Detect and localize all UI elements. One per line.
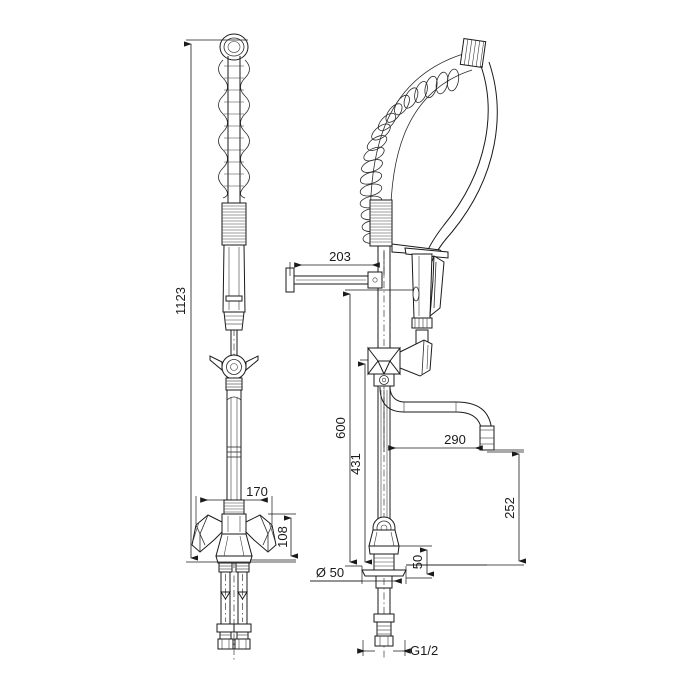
riser-column-front (225, 377, 243, 501)
dim-1123: 1123 (173, 39, 248, 563)
dim-203: 203 (289, 249, 385, 276)
dim-431: 431 (348, 359, 373, 565)
flexible-hose-side (420, 61, 498, 281)
mixer-body-front (191, 499, 277, 564)
spring-collar-front (221, 202, 247, 246)
dim-label-1123: 1123 (173, 287, 188, 315)
front-elevation-view (191, 33, 277, 660)
dim-label-252: 252 (502, 497, 517, 519)
dim-label-50: 50 (410, 555, 425, 569)
dim-label-108: 108 (275, 526, 290, 548)
swan-neck-spout (379, 386, 495, 451)
dim-label-203: 203 (329, 249, 351, 264)
dim-108: 108 (250, 513, 299, 561)
dim-g12: G1/2 (357, 640, 438, 658)
dim-50: 50 (399, 545, 435, 579)
hose-hanger-front (209, 330, 259, 380)
spring-coil-side (359, 38, 487, 246)
dim-170: 170 (195, 484, 273, 524)
spring-coil-front (218, 33, 250, 205)
dim-label-170: 170 (246, 484, 268, 499)
spray-gun-front (222, 244, 246, 331)
wall-bracket (285, 267, 383, 293)
spray-gun-side (411, 253, 445, 345)
spray-support-arm (391, 243, 449, 259)
witness-lines (216, 561, 487, 582)
dim-252: 252 (406, 449, 527, 566)
dim-label-dia-50: Ø 50 (316, 565, 344, 580)
base-mount-side (361, 386, 407, 660)
supply-tails-front (216, 562, 252, 650)
dim-label-290: 290 (444, 432, 466, 447)
spring-collar-side (369, 199, 393, 247)
dim-290: 290 (383, 390, 524, 453)
dim-label-g12: G1/2 (410, 643, 438, 658)
dim-600: 600 (333, 289, 414, 567)
dim-label-431: 431 (348, 453, 363, 475)
dim-label-600: 600 (333, 417, 348, 439)
dimension-layer: 1123 203 600 431 (173, 39, 527, 658)
